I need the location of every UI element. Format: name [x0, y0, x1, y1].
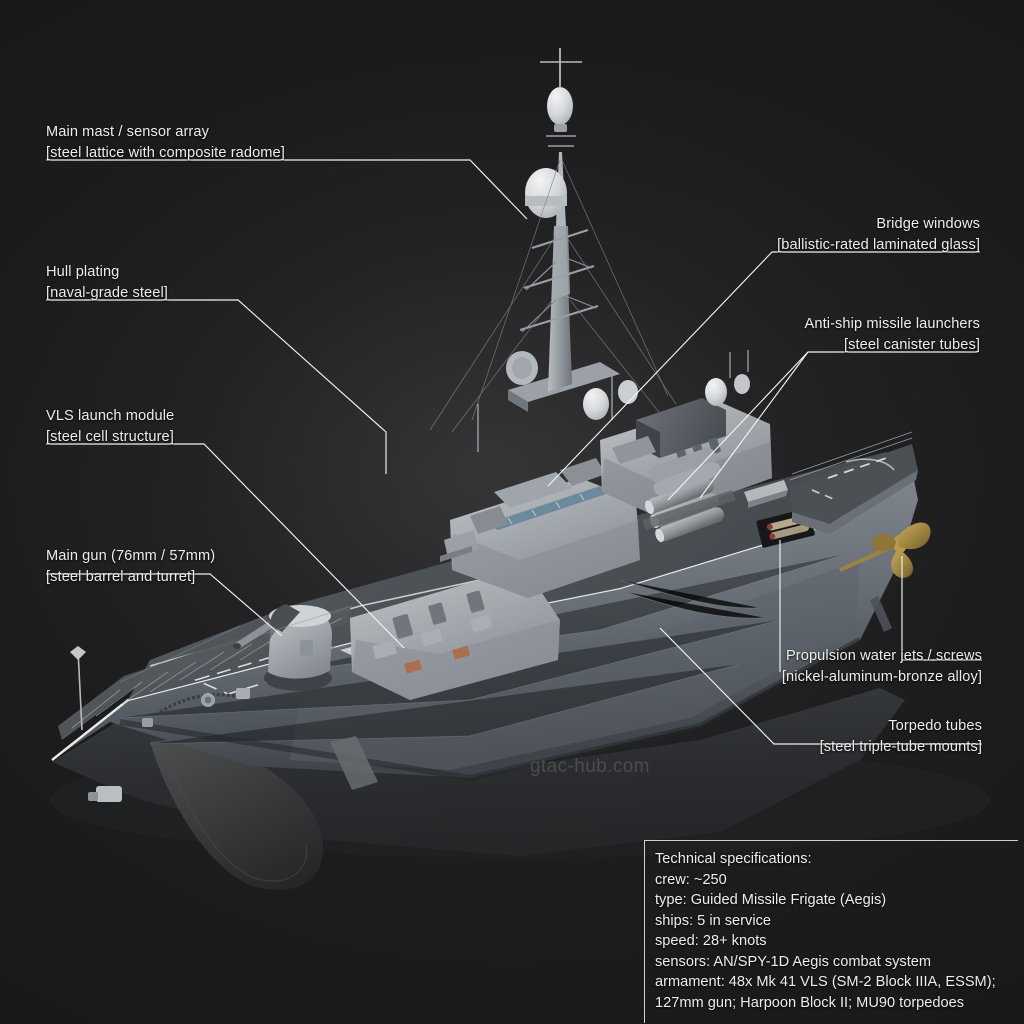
- callout-main-mast-title: Main mast / sensor array: [46, 124, 209, 140]
- callout-hull-plating: Hull plating [naval-grade steel]: [46, 262, 168, 304]
- skeg: [330, 736, 378, 790]
- spec-speed: speed: 28+ knots: [655, 933, 767, 949]
- callout-torpedo-tubes-title: Torpedo tubes: [888, 718, 982, 734]
- bridge-windows-graphic: [486, 486, 612, 530]
- spec-ships: ships: 5 in service: [655, 912, 771, 929]
- callout-bridge-windows: Bridge windows [ballistic-rated laminate…: [777, 214, 980, 256]
- spec-armament-1: armament: 48x Mk 41 VLS (SM-2 Block IIIA…: [655, 974, 996, 990]
- bulbous-bow: [150, 736, 324, 891]
- jackstaff: [77, 649, 83, 731]
- callout-anti-ship-missiles-title: Anti-ship missile launchers: [804, 316, 980, 332]
- callout-vls: VLS launch module [steel cell structure]: [46, 406, 174, 448]
- callout-main-mast-material: [steel lattice with composite radome]: [46, 145, 285, 161]
- callout-anti-ship-missiles-material: [steel canister tubes]: [843, 337, 980, 353]
- callout-torpedo-tubes-material: [steel triple-tube mounts]: [819, 739, 982, 755]
- callout-anti-ship-missiles: Anti-ship missile launchers [steel canis…: [805, 314, 980, 356]
- spec-heading: Technical specifications:: [655, 851, 812, 867]
- callout-hull-plating-material: [naval-grade steel]: [46, 285, 168, 301]
- callout-bridge-windows-material: [ballistic-rated laminated glass]: [777, 237, 980, 253]
- spec-type: type: Guided Missile Frigate (Aegis): [655, 892, 887, 908]
- callout-main-mast: Main mast / sensor array [steel lattice …: [46, 122, 285, 164]
- callout-propulsion-material: [nickel-aluminum-bronze alloy]: [781, 669, 982, 685]
- callout-vls-material: [steel cell structure]: [46, 429, 174, 445]
- callout-bridge-windows-title: Bridge windows: [876, 216, 980, 232]
- spec-armament-2: 127mm gun; Harpoon Block II; MU90 torped…: [655, 994, 965, 1011]
- callout-torpedo-tubes: Torpedo tubes [steel triple-tube mounts]: [820, 716, 982, 758]
- callout-main-gun: Main gun (76mm / 57mm) [steel barrel and…: [46, 546, 215, 588]
- callout-propulsion-title: Propulsion water jets / screws: [785, 648, 982, 664]
- deck-fittings: [88, 688, 251, 802]
- callout-main-gun-material: [steel barrel and turret]: [46, 569, 196, 585]
- callout-main-gun-title: Main gun (76mm / 57mm): [46, 548, 216, 564]
- torpedo-tubes-graphic: [756, 508, 815, 548]
- callout-propulsion: Propulsion water jets / screws [nickel-a…: [782, 646, 982, 688]
- spec-crew: crew: ~250: [655, 871, 727, 888]
- mast-radome: [547, 87, 573, 125]
- watermark: gtac-hub.com: [530, 756, 650, 777]
- spec-sensors: sensors: AN/SPY-1D Aegis combat system: [655, 953, 932, 970]
- callout-vls-title: VLS launch module: [46, 408, 175, 424]
- composite-radome: [525, 168, 567, 218]
- callout-hull-plating-title: Hull plating: [46, 264, 120, 280]
- main-mast-graphic: [429, 48, 677, 452]
- technical-specifications-panel: Technical specifications: crew: ~250 typ…: [644, 840, 1018, 1023]
